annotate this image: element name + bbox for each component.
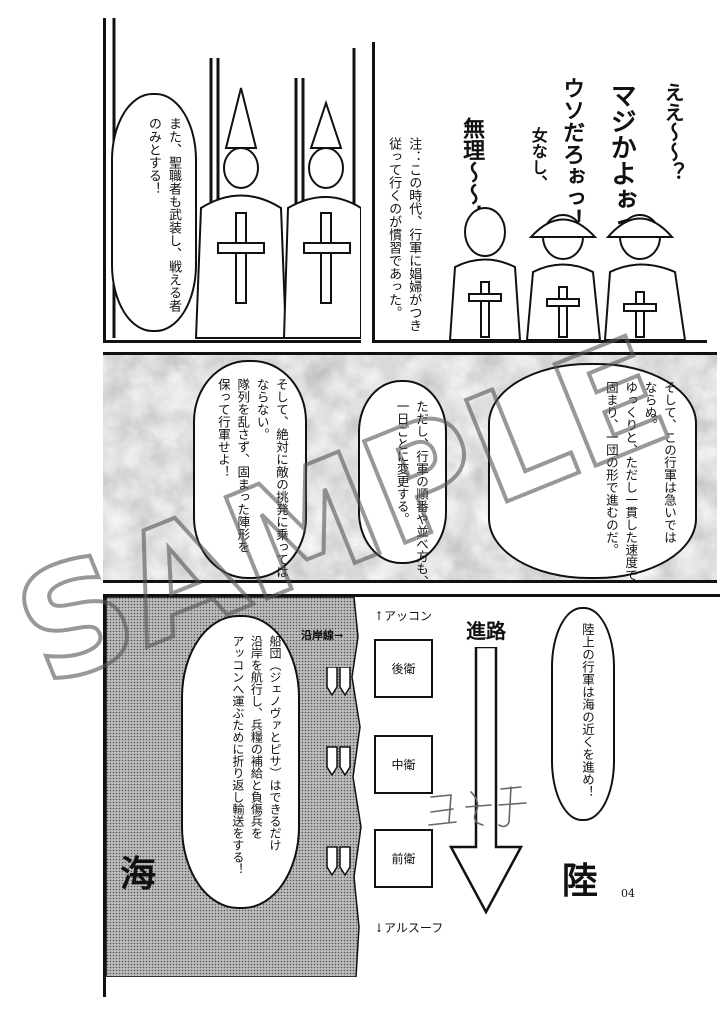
sfx-onna: 女なし、 — [528, 127, 548, 191]
fleet-bubble-text: 船団（ジェノヴァとピサ）はできるだけ 沿岸を航行し、兵糧の補給と負傷兵を アッコ… — [230, 635, 282, 875]
south-label-arsuf: ↓アルスーフ — [374, 921, 444, 935]
coast-label: 沿岸線→ — [301, 629, 344, 642]
speech-bubble-fleet: 船団（ジェノヴァとピサ）はできるだけ 沿岸を航行し、兵糧の補給と負傷兵を アッコ… — [181, 615, 300, 909]
ship-icons — [326, 667, 351, 877]
land-label: 陸 — [562, 860, 599, 902]
sfx-uso: ウソだろぉっ！ — [559, 77, 585, 231]
sea-label: 海 — [120, 853, 157, 895]
clergy-bubble-text: また、聖職者も武装し、戦える者 のみとする！ — [145, 117, 181, 312]
speech-bubble-land-march: 陸上の行軍は海の近くを進め！ — [551, 607, 615, 821]
panel-clergy: また、聖職者も武装し、戦える者 のみとする！ — [103, 18, 361, 343]
formation-middle-label: 中衛 — [391, 758, 416, 772]
route-arrow-icon — [448, 647, 524, 915]
north-label-akko: ↑アッコン — [374, 609, 433, 623]
soldiers-illustration — [448, 207, 687, 340]
speech-bubble-clergy: また、聖職者も武装し、戦える者 のみとする！ — [111, 93, 197, 332]
order-bubble-text: ただし、行軍の順番や並べ方も、 一日ごとに変更する。 — [394, 400, 429, 583]
formation-front-box: 前衛 — [374, 829, 433, 888]
speech-bubble-provocation: そして、絶対に敵の挑発に乗っては ならない。 隊列を乱さず、固まった陣形を 保っ… — [193, 360, 307, 579]
formation-middle-box: 中衛 — [374, 735, 433, 794]
speech-bubble-order: ただし、行軍の順番や並べ方も、 一日ごとに変更する。 — [358, 380, 447, 583]
panel-soldiers: 注：この時代、行軍に娼婦がつき 従って行くのが慣習であった。 ええ〜〜？ マジか… — [372, 42, 707, 343]
signature-image — [428, 786, 527, 828]
route-label: 進路 — [466, 619, 506, 643]
sfx-ee: ええ〜〜？ — [661, 82, 685, 182]
sfx-maji: マジかよぉっ — [606, 82, 637, 238]
page-number: 04 — [621, 887, 635, 900]
provocation-bubble-text: そして、絶対に敵の挑発に乗っては ならない。 隊列を乱さず、固まった陣形を 保っ… — [215, 378, 289, 578]
formation-rear-box: 後衛 — [374, 639, 433, 698]
panel-march-orders: そして、この行軍は急いでは ならぬ。 ゆっくりと、ただし一貫した速度で 固まり、… — [103, 352, 717, 583]
speech-bubble-pace: そして、この行軍は急いでは ならぬ。 ゆっくりと、ただし一貫した速度で 固まり、… — [488, 363, 697, 581]
land-march-bubble-text: 陸上の行軍は海の近くを進め！ — [580, 623, 595, 798]
clergy-illustration — [112, 18, 361, 339]
panel-formation-map: 船団（ジェノヴァとピサ）はできるだけ 沿岸を航行し、兵糧の補給と負傷兵を アッコ… — [103, 594, 720, 997]
pace-bubble-text: そして、この行軍は急いでは ならぬ。 ゆっくりと、ただし一貫した速度で 固まり、… — [603, 381, 677, 581]
formation-front-label: 前衛 — [391, 852, 416, 866]
formation-rear-label: 後衛 — [391, 662, 416, 676]
caption-note: 注：この時代、行軍に娼婦がつき 従って行くのが慣習であった。 — [386, 137, 422, 332]
